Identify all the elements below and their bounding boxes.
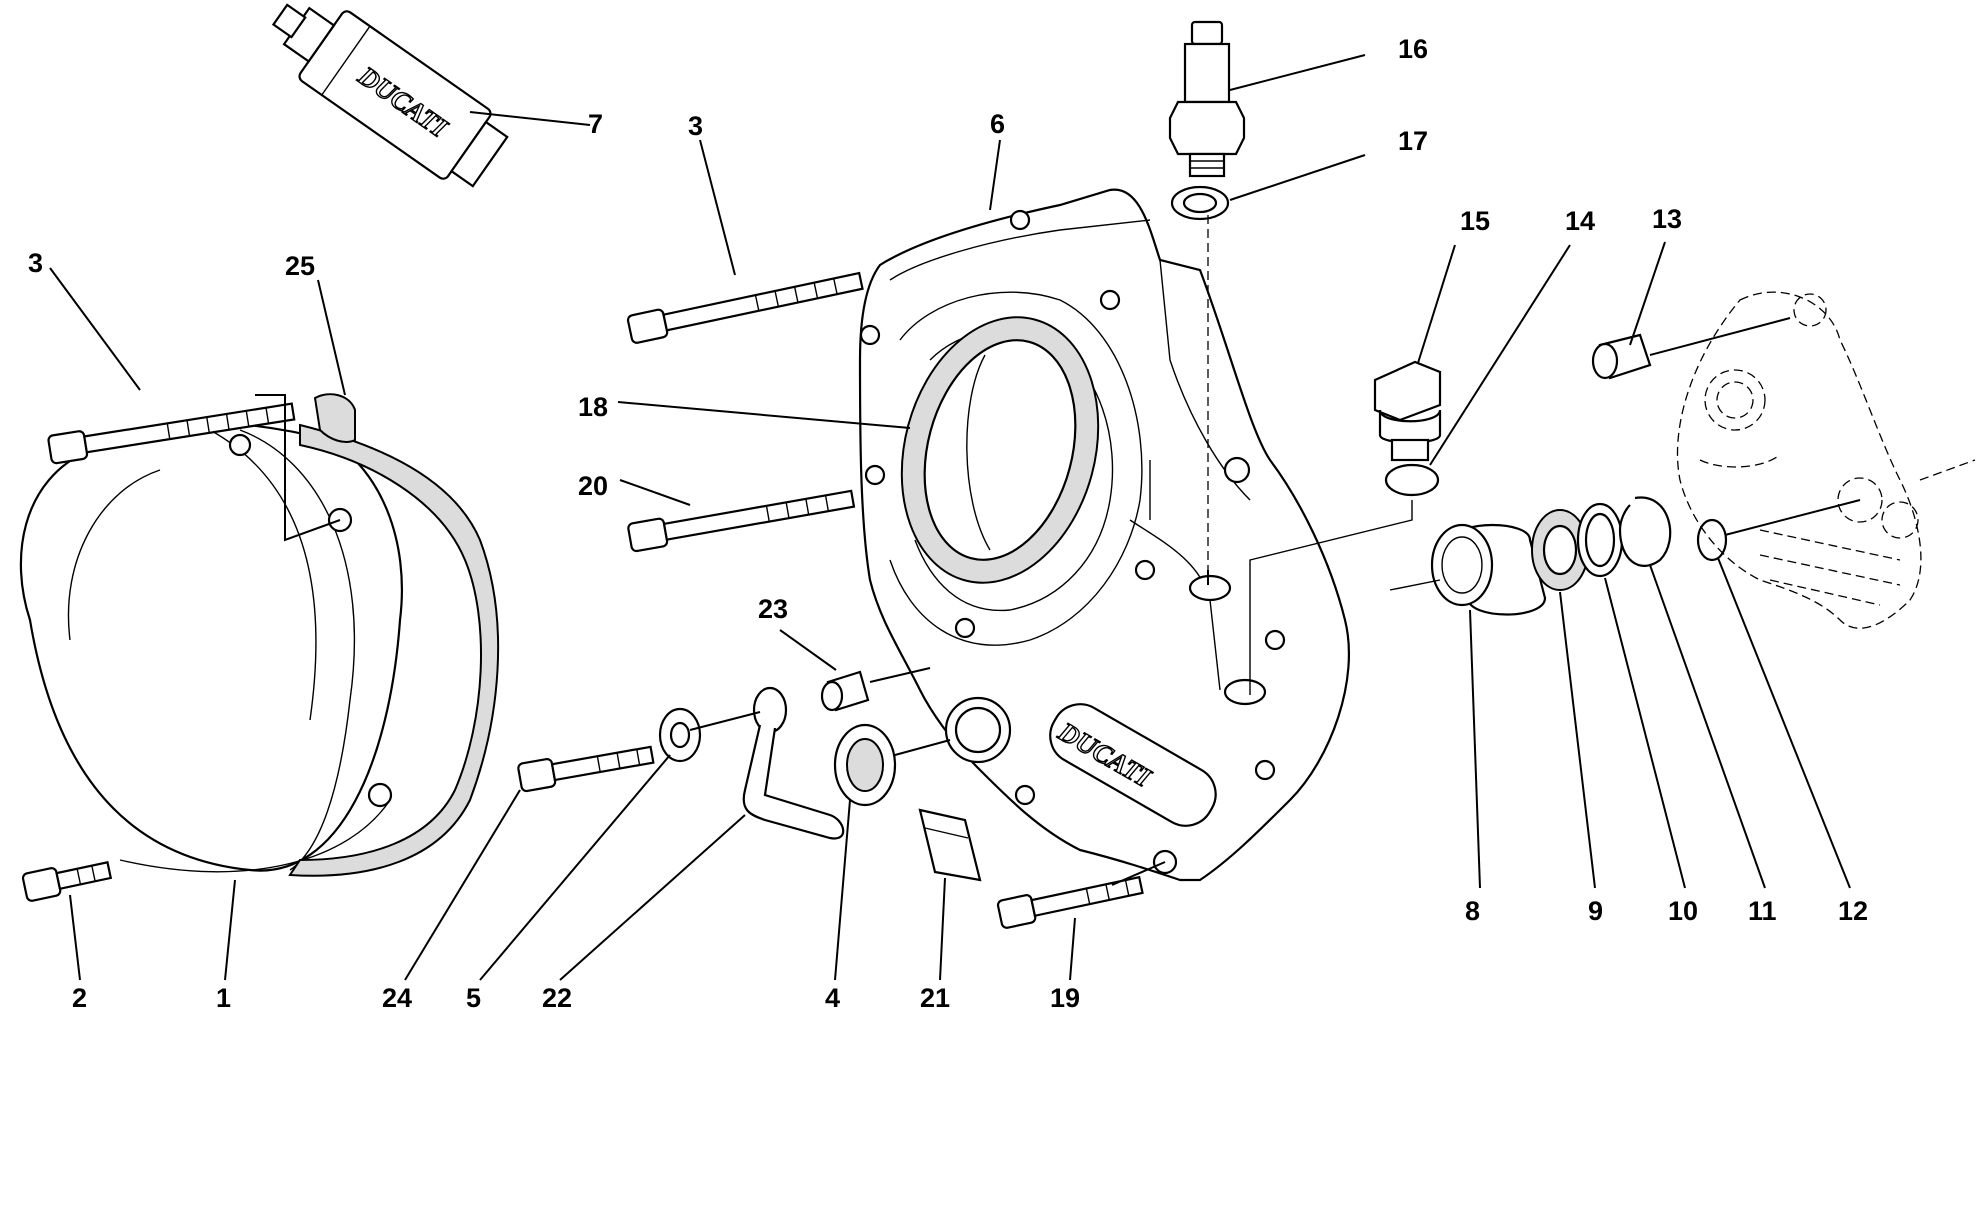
rubber-pad (918, 808, 982, 882)
label-24: 24 (382, 983, 412, 1013)
engine-case-outline (1676, 291, 1976, 629)
oil-seal (900, 316, 1100, 584)
leader-lines (49, 54, 1861, 981)
bushing (1430, 523, 1547, 616)
label-25: 25 (285, 251, 315, 281)
label-19: 19 (1050, 983, 1080, 1013)
label-1: 1 (216, 983, 231, 1013)
circlip (1618, 496, 1672, 567)
screw-3-center (626, 271, 864, 344)
washer-5 (658, 707, 702, 763)
label-9: 9 (1588, 896, 1603, 926)
screw-20 (627, 489, 856, 553)
label-11: 11 (1748, 896, 1777, 926)
label-12: 12 (1838, 896, 1868, 926)
plug-oring (1384, 463, 1440, 497)
bearing (1531, 509, 1589, 591)
dowel-pin (1591, 333, 1652, 380)
label-17: 17 (1398, 126, 1428, 156)
label-5: 5 (466, 983, 481, 1013)
label-14: 14 (1565, 206, 1595, 236)
small-bush (820, 670, 870, 712)
label-3-center: 3 (688, 111, 703, 141)
screw-24 (517, 745, 655, 793)
cover-gasket (288, 393, 500, 877)
bearing-axis (1389, 579, 1441, 591)
spacer-ring (1576, 502, 1624, 578)
label-6: 6 (990, 109, 1005, 139)
label-21: 21 (920, 983, 950, 1013)
label-10: 10 (1668, 896, 1698, 926)
oil-pipe (742, 686, 845, 840)
label-22: 22 (542, 983, 572, 1013)
label-2: 2 (72, 983, 87, 1013)
sealant-tube: DUCATI (271, 3, 509, 188)
label-13: 13 (1652, 204, 1682, 234)
screw-2 (21, 860, 113, 902)
label-8: 8 (1465, 896, 1480, 926)
label-3-left: 3 (28, 248, 43, 278)
sensor-washer (1170, 185, 1230, 221)
label-15: 15 (1460, 206, 1490, 236)
shaft-seal (833, 723, 897, 807)
label-18: 18 (578, 392, 608, 422)
small-oring (1696, 518, 1728, 562)
label-23: 23 (758, 594, 788, 624)
screw-19 (996, 875, 1144, 929)
label-16: 16 (1398, 34, 1428, 64)
clutch-cover (19, 421, 404, 873)
label-20: 20 (578, 471, 608, 501)
label-7: 7 (588, 109, 603, 139)
oil-filler-plug (1373, 360, 1442, 462)
plug-axis (1249, 500, 1413, 695)
label-4: 4 (825, 983, 840, 1013)
temperature-sensor (1168, 20, 1246, 178)
callout-labels: 3 25 7 3 6 16 17 15 14 13 18 20 23 8 9 1… (28, 34, 1868, 1013)
screw-3-left (47, 402, 296, 465)
